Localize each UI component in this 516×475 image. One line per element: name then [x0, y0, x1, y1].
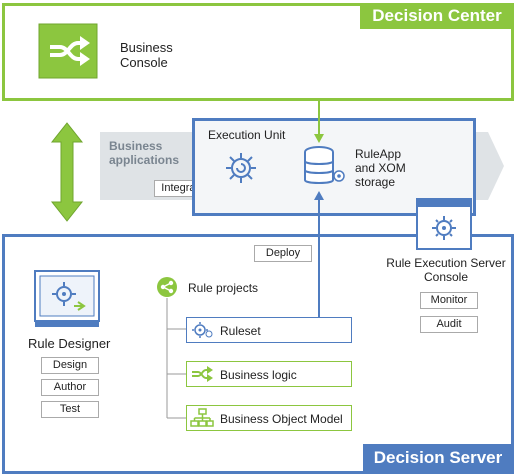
storage-label-line1: RuleApp [355, 147, 402, 161]
business-logic-label: Business logic [220, 368, 297, 382]
business-console-label-line2: Console [120, 55, 168, 70]
storage-label: RuleApp and XOM storage [355, 147, 406, 189]
rule-designer-title: Rule Designer [28, 336, 111, 351]
ruleset-icon [190, 320, 214, 340]
sync-double-arrow [50, 122, 84, 222]
deploy-from-center-arrow [313, 100, 325, 144]
author-button[interactable]: Author [41, 379, 99, 396]
decision-center-panel [2, 3, 514, 101]
res-console-label: Rule Execution Server Console [386, 256, 506, 284]
res-console-label-line1: Rule Execution Server [386, 256, 506, 270]
rule-projects-tree-connector [166, 298, 188, 422]
monitor-button[interactable]: Monitor [420, 292, 478, 309]
business-applications-line2: applications [109, 153, 180, 167]
business-logic-icon [190, 365, 214, 383]
storage-label-line2: and XOM [355, 161, 406, 175]
execution-unit-title: Execution Unit [208, 128, 286, 142]
decision-server-title: Decision Server [363, 444, 513, 472]
res-console-icon[interactable] [416, 198, 472, 250]
decision-server-panel [2, 234, 514, 474]
business-applications-line1: Business [109, 139, 163, 153]
database-icon [303, 144, 347, 190]
business-object-model-icon [190, 408, 214, 428]
business-console-label-line1: Business [120, 40, 173, 55]
business-logic-item[interactable] [186, 361, 352, 387]
share-icon [156, 276, 178, 298]
execution-gear-icon [223, 150, 259, 186]
business-console-icon[interactable] [38, 23, 98, 79]
ruleset-label: Ruleset [220, 324, 261, 338]
deploy-up-arrow [313, 190, 325, 320]
res-console-label-line2: Console [423, 270, 469, 284]
rule-projects-title: Rule projects [188, 281, 259, 295]
ruleset-item[interactable] [186, 317, 352, 343]
business-console-label: Business Console [120, 40, 173, 70]
storage-label-line3: storage [355, 175, 396, 189]
business-object-model-label: Business Object Model [220, 412, 343, 426]
audit-button[interactable]: Audit [420, 316, 478, 333]
business-applications-label: Business applications [109, 139, 179, 167]
rule-designer-icon[interactable] [34, 270, 100, 328]
decision-center-title: Decision Center [360, 3, 514, 29]
test-button[interactable]: Test [41, 401, 99, 418]
design-button[interactable]: Design [41, 357, 99, 374]
deploy-button[interactable]: Deploy [254, 245, 312, 262]
